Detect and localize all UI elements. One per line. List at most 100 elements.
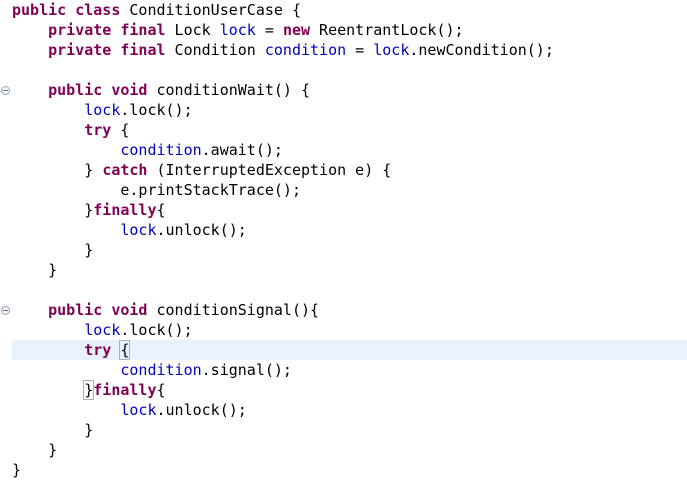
code-token: }: [84, 241, 94, 259]
code-line[interactable]: private final Lock lock = new ReentrantL…: [12, 20, 687, 40]
keyword-token: finally: [93, 381, 157, 399]
code-line[interactable]: }: [12, 240, 687, 260]
code-line[interactable]: condition.await();: [12, 140, 687, 160]
code-line[interactable]: try {: [12, 120, 687, 140]
code-token: [102, 301, 111, 319]
code-token: }: [84, 201, 94, 219]
keyword-token: private: [48, 41, 112, 59]
code-token: ConditionUserCase {: [120, 1, 301, 19]
keyword-token: final: [120, 21, 166, 39]
code-token: }: [84, 161, 103, 179]
keyword-token: private: [48, 21, 112, 39]
keyword-token: catch: [102, 161, 148, 179]
indent: [12, 361, 120, 379]
indent: [12, 81, 48, 99]
code-token: .await();: [201, 141, 283, 159]
code-line[interactable]: [12, 60, 687, 80]
code-line[interactable]: lock.unlock();: [12, 220, 687, 240]
indent: [12, 141, 120, 159]
indent: [12, 161, 84, 179]
editor-ruler: [0, 0, 12, 490]
field-token: lock: [219, 21, 256, 39]
field-token: condition: [120, 141, 202, 159]
indent: [12, 261, 48, 279]
code-token: }: [12, 461, 22, 479]
code-line[interactable]: [12, 280, 687, 300]
indent: [12, 441, 48, 459]
field-token: lock: [373, 41, 410, 59]
indent: [12, 401, 120, 419]
code-line-current[interactable]: try {: [12, 340, 687, 360]
keyword-token: try: [84, 341, 112, 359]
code-token: Lock: [165, 21, 220, 39]
code-token: [66, 1, 75, 19]
code-token: .signal();: [201, 361, 292, 379]
keyword-token: finally: [93, 201, 157, 219]
code-token: .newCondition();: [409, 41, 554, 59]
keyword-token: public: [12, 1, 67, 19]
indent: [12, 321, 84, 339]
code-token: (InterruptedException e) {: [147, 161, 392, 179]
code-token: =: [346, 41, 374, 59]
indent: [12, 221, 120, 239]
fold-collapse-icon[interactable]: [1, 306, 10, 315]
indent: [12, 101, 84, 119]
code-line[interactable]: lock.lock();: [12, 100, 687, 120]
field-token: condition: [120, 361, 202, 379]
code-line[interactable]: e.printStackTrace();: [12, 180, 687, 200]
code-token: conditionWait() {: [147, 81, 311, 99]
code-line[interactable]: }: [12, 460, 687, 480]
indent: [12, 301, 48, 319]
text-caret: [129, 341, 131, 358]
fold-collapse-icon[interactable]: [1, 86, 10, 95]
code-token: conditionSignal(){: [147, 301, 320, 319]
code-token: .unlock();: [156, 221, 247, 239]
code-token: Condition: [165, 41, 265, 59]
code-token: =: [255, 21, 283, 39]
code-line[interactable]: }: [12, 440, 687, 460]
code-token: ReentrantLock();: [310, 21, 464, 39]
indent: [12, 201, 84, 219]
field-token: lock: [84, 101, 121, 119]
code-token: .lock();: [120, 321, 193, 339]
code-line[interactable]: lock.unlock();: [12, 400, 687, 420]
code-line[interactable]: public void conditionSignal(){: [12, 300, 687, 320]
code-line[interactable]: private final Condition condition = lock…: [12, 40, 687, 60]
code-line[interactable]: }: [12, 260, 687, 280]
keyword-token: void: [111, 301, 148, 319]
keyword-token: try: [84, 121, 112, 139]
code-token: }: [48, 261, 58, 279]
indent: [12, 381, 84, 399]
code-token: }: [84, 421, 94, 439]
code-line[interactable]: }finally{: [12, 380, 687, 400]
matched-bracket: {: [119, 340, 131, 360]
code-line[interactable]: public class ConditionUserCase {: [12, 0, 687, 20]
code-line[interactable]: }: [12, 420, 687, 440]
keyword-token: public: [48, 81, 103, 99]
code-line[interactable]: public void conditionWait() {: [12, 80, 687, 100]
code-token: .lock();: [120, 101, 193, 119]
keyword-token: class: [75, 1, 121, 19]
code-line[interactable]: condition.signal();: [12, 360, 687, 380]
code-line[interactable]: }finally{: [12, 200, 687, 220]
keyword-token: public: [48, 301, 103, 319]
code-token: {: [156, 201, 166, 219]
code-line[interactable]: } catch (InterruptedException e) {: [12, 160, 687, 180]
keyword-token: new: [282, 21, 311, 39]
indent: [12, 181, 120, 199]
field-token: lock: [120, 401, 157, 419]
code-token: .unlock();: [156, 401, 247, 419]
code-token: e.printStackTrace();: [120, 181, 301, 199]
code-token: }: [48, 441, 58, 459]
indent: [12, 341, 84, 359]
field-token: lock: [120, 221, 157, 239]
code-token: {: [156, 381, 166, 399]
indent: [12, 241, 84, 259]
matched-bracket: }: [83, 380, 95, 400]
indent: [12, 421, 84, 439]
code-token: [102, 81, 111, 99]
code-token: {: [111, 121, 130, 139]
code-line[interactable]: lock.lock();: [12, 320, 687, 340]
indent: [12, 21, 48, 39]
